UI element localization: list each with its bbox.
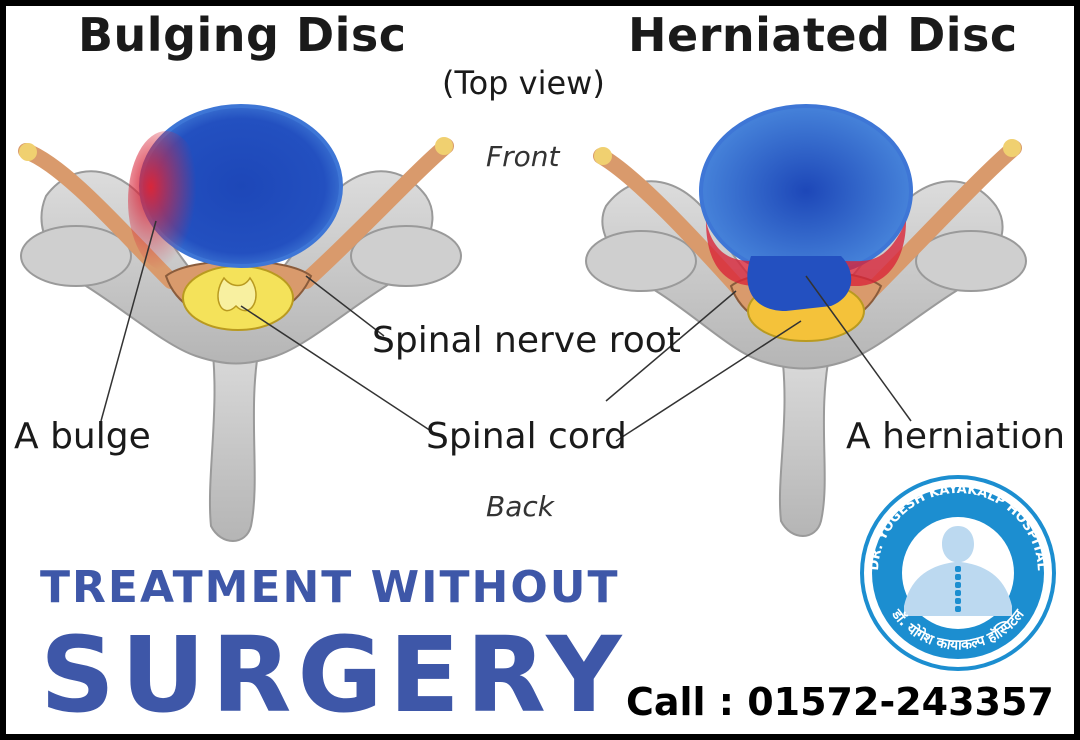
illustration: DR. YOGESH KAYAKALP HOSPITAL डॉ. योगेश क…	[18, 104, 1056, 671]
label-spinal-nerve-root: Spinal nerve root	[372, 320, 681, 361]
title-bulging-disc: Bulging Disc	[78, 8, 407, 62]
right-herniation-extrusion	[747, 256, 852, 311]
title-herniated-disc: Herniated Disc	[628, 8, 1018, 62]
right-disc	[699, 104, 913, 278]
label-herniation: A herniation	[846, 416, 1066, 457]
label-front: Front	[486, 140, 560, 173]
label-bulge: A bulge	[14, 416, 151, 457]
headline-treatment-without: TREATMENT WITHOUT	[40, 562, 620, 613]
left-vertebra-graphic	[18, 104, 462, 542]
right-nerve-root-right	[863, 140, 1022, 299]
call-phone-number[interactable]: Call : 01572-243357	[626, 680, 1054, 724]
headline-surgery: SURGERY	[40, 614, 628, 734]
left-spinous-process	[208, 335, 263, 542]
hospital-logo: DR. YOGESH KAYAKALP HOSPITAL डॉ. योगेश क…	[860, 475, 1056, 671]
poster: DR. YOGESH KAYAKALP HOSPITAL डॉ. योगेश क…	[6, 6, 1074, 734]
right-spinous-process	[778, 345, 833, 537]
right-vertebra-graphic	[585, 104, 1027, 537]
left-nerve-root-right	[298, 138, 454, 289]
subtitle-top-view: (Top view)	[442, 64, 605, 102]
label-spinal-cord: Spinal cord	[426, 416, 627, 457]
label-back: Back	[486, 490, 554, 523]
leader-lines	[100, 220, 912, 442]
